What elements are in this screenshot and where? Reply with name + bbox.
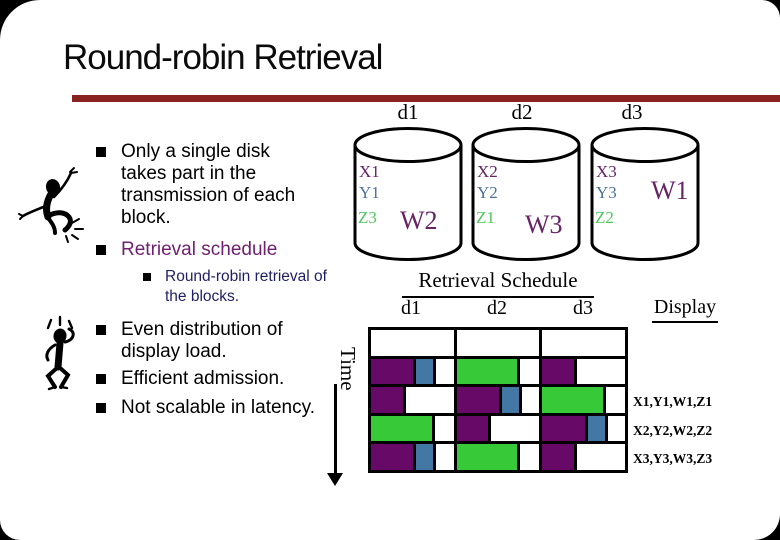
block-blue [502,387,522,413]
time-arrow-icon [334,384,337,474]
block-purple-sm [542,444,578,470]
bullet-square-icon [96,325,106,335]
block-green [371,415,435,442]
schedule-cell [371,358,454,385]
bullet-item: Only a single disk takes part in the tra… [96,141,317,229]
bullet-text: Efficient admission. [121,368,285,389]
bullet-text: Retrieval schedule [121,239,278,260]
time-axis-label: Time [336,347,360,391]
block-green [542,387,606,413]
block-green [456,444,521,470]
disk-d2: X2 Y2 Z1 W3 [470,126,582,262]
bullet-square-icon [96,147,106,157]
jumping-stick-figure-icon [18,167,84,243]
block-purple-lg [371,358,417,385]
slide-title: Round-robin Retrieval [63,38,383,77]
display-header: Display [641,296,729,323]
schedule-cell [456,415,540,442]
schedule-cell [542,415,625,442]
bullet-item: Even distribution of display load. [96,319,311,363]
block-purple-sm [371,387,406,413]
schedule-cell [456,444,540,470]
schedule-cell [542,444,625,470]
schedule-cell [371,415,454,442]
bullet-text: Round-robin retrieval of the blocks. [165,268,327,305]
disk-block-label: X2 [477,162,498,181]
block-purple-lg [542,415,588,442]
bullet-item: Not scalable in latency. [96,397,315,419]
bullet-square-icon [96,374,106,384]
disk-block-label: Y2 [477,183,498,202]
block-blue [416,444,437,470]
schedule-col-header-d2: d2 [487,297,507,319]
bullet-square-icon [96,403,106,413]
schedule-cell [542,358,625,385]
bullet-text: Not scalable in latency. [121,397,315,418]
display-row-label: X3,Y3,W3,Z3 [633,451,713,466]
disk-d3: X3 Y3 Z2 W1 [589,126,701,262]
block-green [456,358,521,385]
display-row-label: X2,Y2,W2,Z2 [633,423,713,438]
schedule-col-header-d1: d1 [401,297,421,319]
schedule-cell [456,387,540,413]
block-blue [587,415,608,442]
disk-label: d1 [397,100,419,124]
schedule-cell [456,358,540,385]
disk-cylinder-icon [471,127,581,261]
bullet-square-icon [143,273,151,281]
bullet-text: Even distribution of display load. [121,319,283,362]
block-purple-lg [456,387,503,413]
display-row-label: X1,Y1,W1,Z1 [633,394,713,409]
block-purple-lg [371,444,417,470]
bullet-item: Efficient admission. [96,368,284,390]
disk-block-label: Z2 [595,208,614,227]
disk-block-label: W1 [651,176,689,205]
disk-block-label: W3 [525,210,563,239]
disk-cylinder-icon [353,127,463,261]
schedule-grid [368,327,628,473]
disk-d1: X1 Y1 Z3 W2 [352,126,464,262]
disk-block-label: Z1 [476,208,495,227]
bullet-text: Only a single disk takes part in the tra… [121,141,296,228]
schedule-col-header-d3: d3 [573,297,593,319]
bullet-item: Retrieval schedule [96,239,277,261]
block-purple-sm [542,358,578,385]
schedule-cell [542,387,625,413]
schedule-cell [371,330,454,356]
bullet-subitem: Round-robin retrieval of the blocks. [143,267,333,307]
disk-block-label: Y3 [596,183,617,202]
block-purple-sm [456,415,492,442]
schedule-cell [456,330,540,356]
confused-stick-figure-icon [45,315,75,391]
disk-block-label: Z3 [358,208,377,227]
schedule-cell [371,387,454,413]
disk-block-label: W2 [400,206,438,235]
title-accent-rule [72,95,780,102]
disk-block-label: Y1 [359,183,380,202]
schedule-title: Retrieval Schedule [368,268,628,298]
time-arrow-icon [327,473,343,486]
disk-cylinder-icon [590,127,700,261]
block-blue [416,358,437,385]
schedule-cell [371,444,454,470]
schedule-cell [542,330,625,356]
disk-label: d3 [621,100,643,124]
disk-label: d2 [511,100,533,124]
disk-block-label: X1 [359,162,380,181]
bullet-square-icon [96,245,106,255]
disk-block-label: X3 [596,162,617,181]
